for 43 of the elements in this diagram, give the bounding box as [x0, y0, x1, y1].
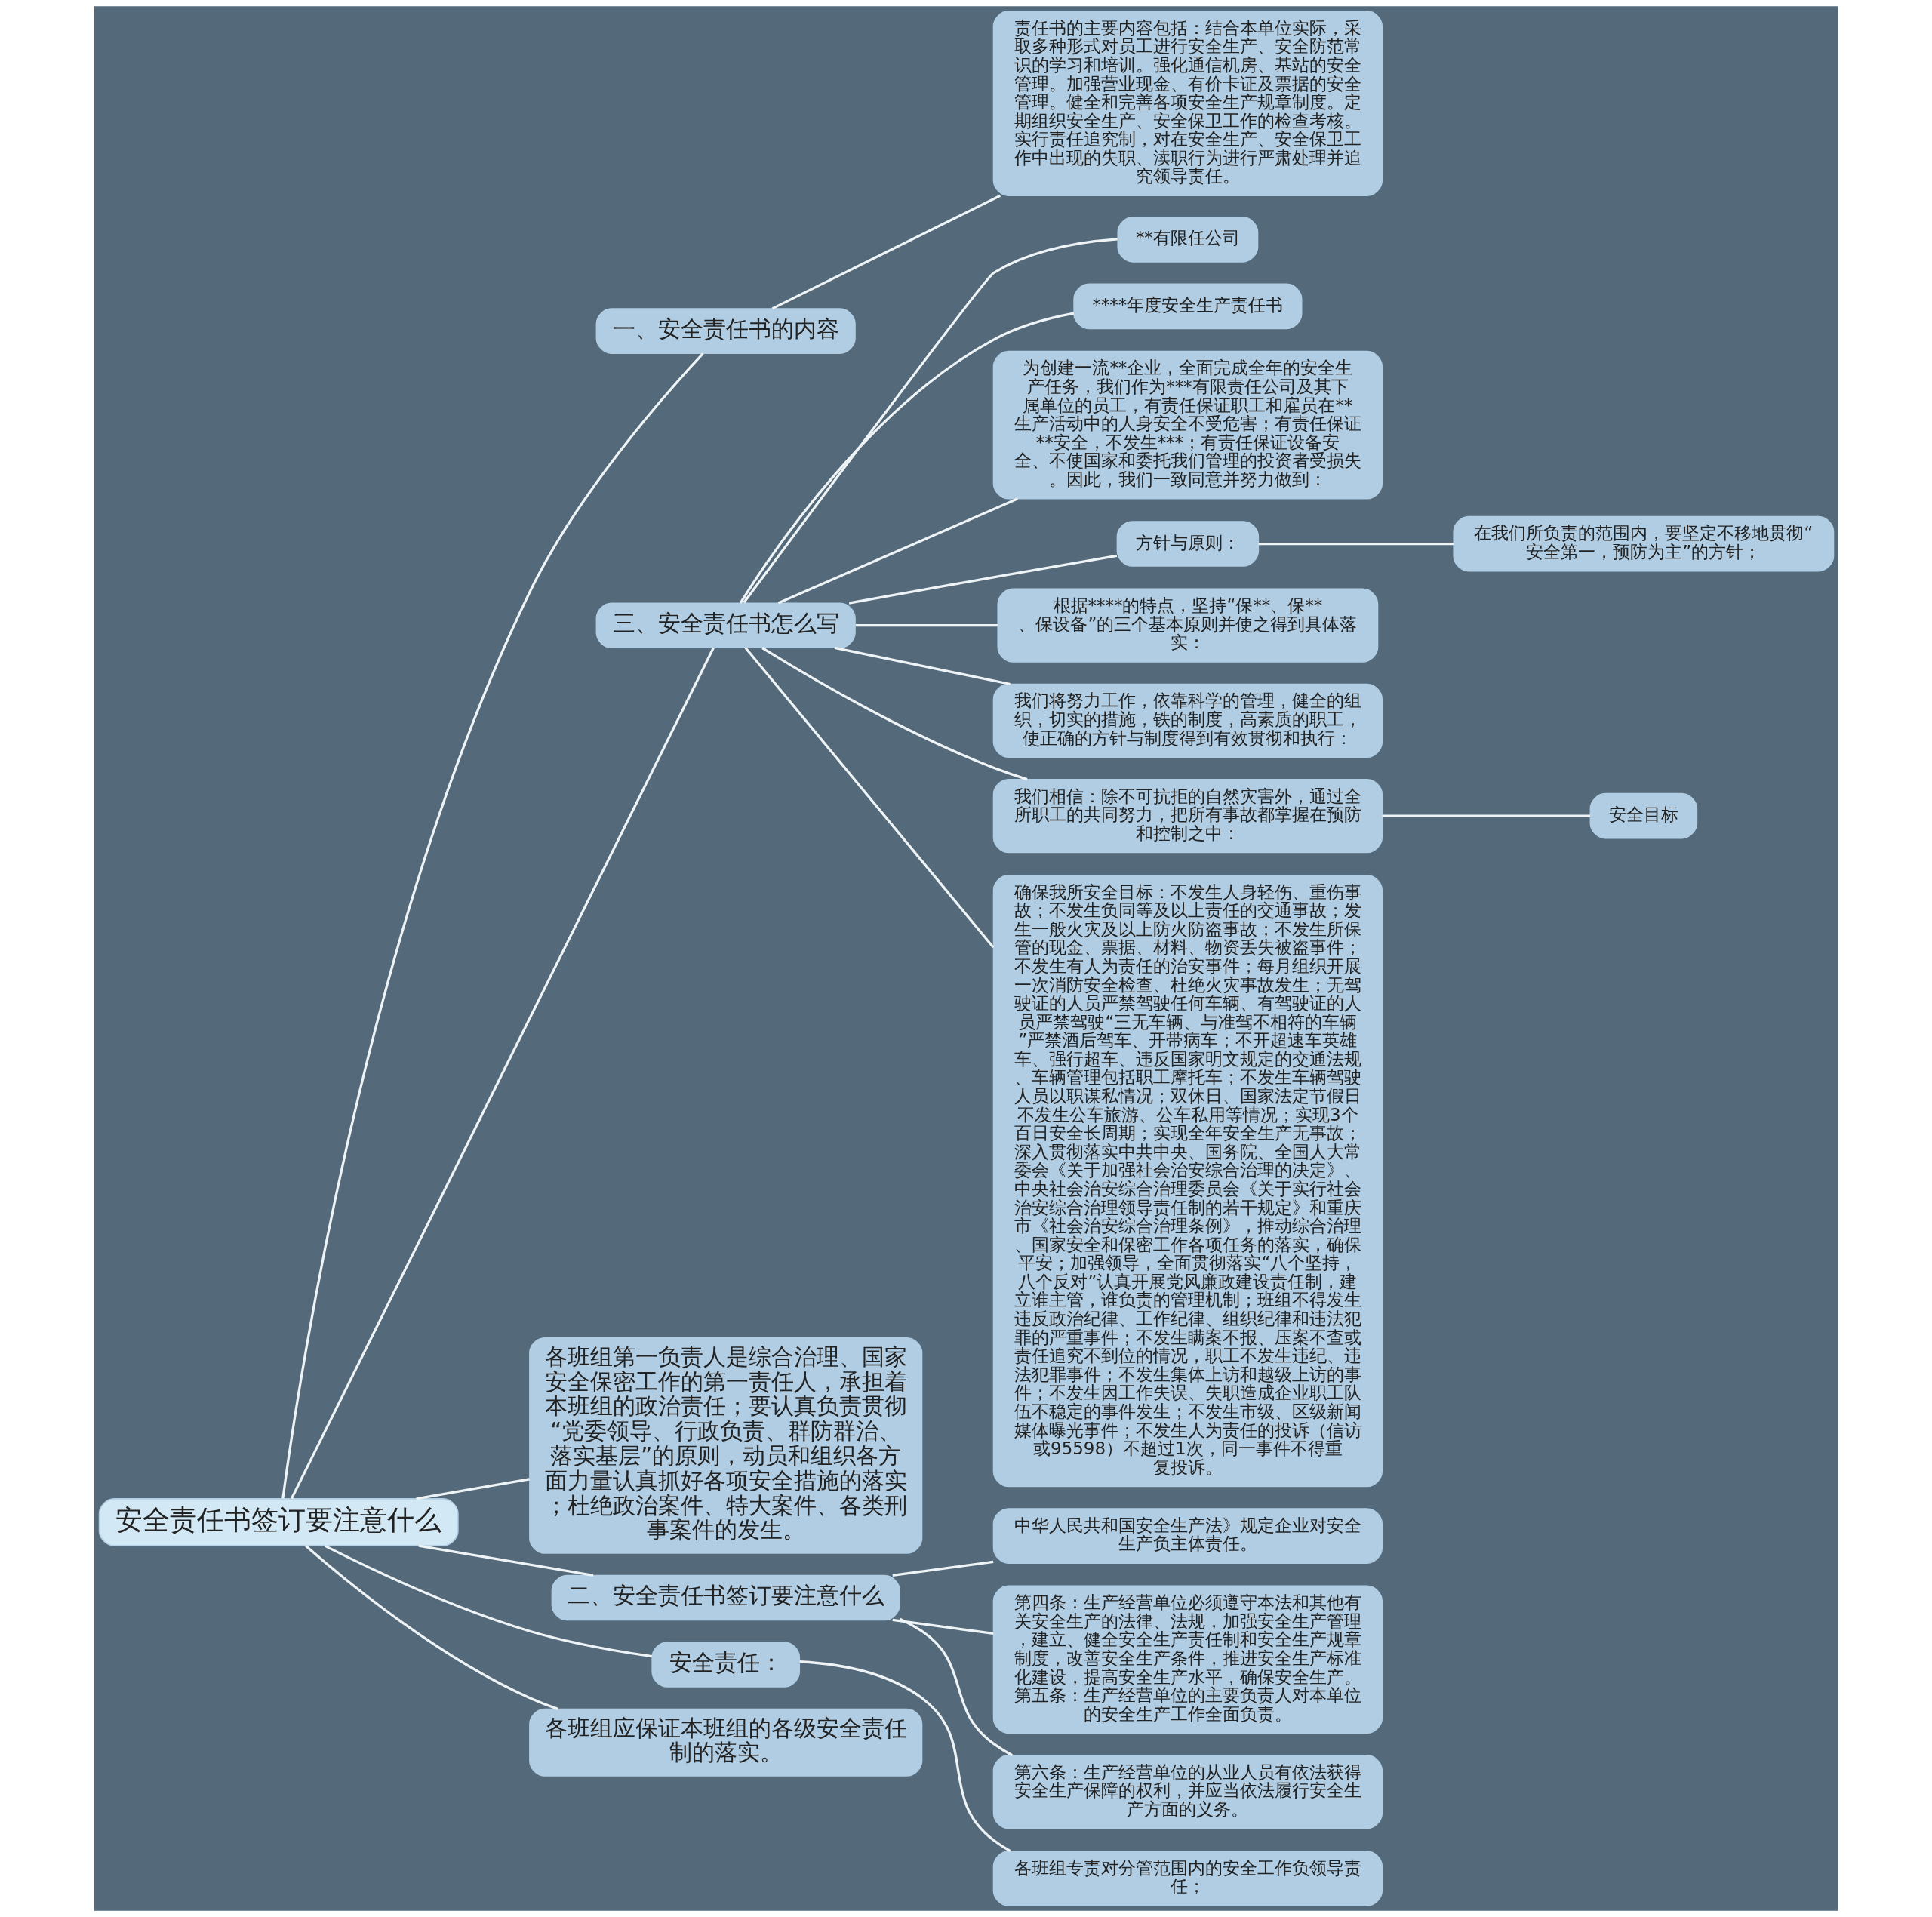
node-box: 二、安全责任书签订要注意什么 — [551, 1574, 900, 1621]
connector — [744, 647, 994, 949]
node-box: 方针与原则： — [1116, 521, 1259, 567]
connector — [1257, 542, 1454, 546]
node-box: 我们相信：除不可抗拒的自然灾害外，通过全所职工的共同努力，把所有事故都掌握在预防和控制之中： — [992, 778, 1383, 854]
connector — [290, 647, 715, 1500]
node-box: 根据****的特点，坚持“保**、保**、保设备”的三个基本原则并使之得到具体落实： — [996, 588, 1378, 663]
connector — [418, 1544, 593, 1577]
node-box: 在我们所负责的范围内，要坚定不移地贯彻“安全第一，预防为主”的方针； — [1452, 515, 1834, 572]
connector — [761, 647, 1027, 781]
connector — [834, 646, 1011, 686]
node-box: 第六条：生产经营单位的从业人员有依法获得安全生产保障的权利，并应当依法履行安全生产方面的义务。 — [992, 1755, 1383, 1829]
connector — [742, 238, 1118, 604]
node-box: 责任书的主要内容包括：结合本单位实际，采取多种形式对员工进行安全生产、安全防范常识的学习和培训。强化通信机房、基站的安全管理。加强营业现金、有价卡证及票据的安全管理。健全和完善各项安全生产规章制度。定期组织安全生产、安全保卫工作的检查考核。实行责任追究制，对在安全生产、安全保卫工作中出现的失职、渎职行为进行严肃处理并追究领导责任。 — [992, 11, 1383, 196]
node-box: **有限任公司 — [1116, 217, 1258, 263]
connector — [324, 1544, 652, 1658]
connector — [892, 1618, 993, 1635]
node-box: 各班组应保证本班组的各级安全责任制的落实。 — [528, 1708, 922, 1777]
node-box: 为创建一流**企业，全面完成全年的安全生产任务，我们作为***有限责任公司及其下属单位的员工，有责任保证职工和雇员在**生产活动中的人身安全不受危害；有责任保证**安全，不发生***；有责任保证设备安全、不使国家和委托我们管理的投资者受损失。因此，我们一致同意并努力做到： — [992, 350, 1383, 500]
node-box: 三、安全责任书怎么写 — [595, 602, 856, 649]
connector — [799, 1660, 1011, 1853]
connector — [855, 624, 998, 627]
connector — [415, 1478, 530, 1500]
connector — [898, 1617, 1013, 1757]
connector — [892, 1560, 993, 1577]
node-box: 确保我所安全目标：不发生人身轻伤、重伤事故；不发生负同等及以上责任的交通事故；发生一般火灾及以上防火防盗事故；不发生所保管的现金、票据、材料、物资丢失被盗事件；不发生有人为责任的治安事件；每月组织开展一次消防安全检查、杜绝火灾事故发生；无驾驶证的人员严禁驾驶任何车辆、有驾驶证的人员严禁驾驶“三无车辆、与准驾不相符的车辆”严禁酒后驾车、开带病车；不开超速车英雄车、强行超车、违反国家明文规定的交通法规、车辆管理包括职工摩托车；不发生车辆驾驶人员以职谋私情况；双休日、国家法定节假日不发生公车旅游、公车私用等情况；实现3个百日安全长周期；实现全年安全生产无事故；深入贯彻落实中共中央、国务院、全国人大常委会《关于加强社会治安综合治理的决定》、中央社会治安综合治理委员会《关于实行社会治安综合治理领导责任制的若干规定》和重庆市《社会治安综合治理条例》，推动综合治理、国家安全和保密工作各项任务的落实，确保平安；加强领导，全面贯彻落实“八个坚持，八个反对”认真开展党风廉政建设责任制，建立谁主管，谁负责的管理机制；班组不得发生违反政治纪律、工作纪律、组织纪律和违法犯罪的严重事件；不发生瞒案不报、压案不查或责任追究不到位的情况，职工不发生违纪、违法犯罪事件；不发生集体上访和越级上访的事件；不发生因工作失误、失职造成企业职工队伍不稳定的事件发生；不发生市级、区级新闻媒体曝光事件；不发生人为责任的投诉（信访或95598）不超过1次，同一事件不得重复投诉。 — [992, 874, 1383, 1488]
connector — [1382, 814, 1590, 817]
node-box: 安全责任书签订要注意什么 — [98, 1498, 459, 1546]
node-box: ****年度安全生产责任书 — [1072, 283, 1302, 330]
node-box: 第四条：生产经营单位必须遵守本法和其他有关安全生产的法律、法规，加强安全生产管理，建立、健全安全生产责任制和安全生产规章制度，改善安全生产条件，推进安全生产标准化建设，提高安全生产水平，确保安全生产。第五条：生产经营单位的主要负责人对本单位的安全生产工作全面负责。 — [992, 1585, 1383, 1734]
node-box: 各班组专责对分管范围内的安全工作负领导责任； — [992, 1851, 1383, 1906]
node-box: 中华人民共和国安全生产法》规定企业对安全生产负主体责任。 — [992, 1508, 1383, 1564]
connector — [777, 497, 1018, 605]
node-box: 安全责任： — [651, 1642, 800, 1688]
node-box: 我们将努力工作，依靠科学的管理，健全的组织，切实的措施，铁的制度，高素质的职工，使正确的方针与制度得到有效贯彻和执行： — [992, 683, 1383, 758]
connector — [739, 312, 1074, 604]
node-box: 一、安全责任书的内容 — [595, 308, 856, 354]
connector — [304, 1544, 558, 1710]
connector — [281, 352, 704, 1499]
node-box: 安全目标 — [1589, 792, 1697, 839]
connector — [771, 194, 1001, 310]
node-box: 各班组第一负责人是综合治理、国家安全保密工作的第一责任人，承担着本班组的政治责任；要认真负责贯彻“党委领导、行政负责、群防群治、落实基层”的原则，动员和组织各方面力量认真抓好各项安全措施的落实；杜绝政治案件、特大案件、各类刑事案件的发生。 — [528, 1337, 922, 1554]
connector — [848, 554, 1117, 605]
